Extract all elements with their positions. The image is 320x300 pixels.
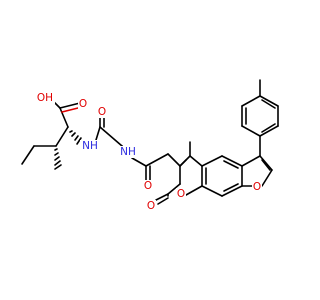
double-bond (261, 123, 276, 133)
bond (259, 95, 279, 107)
atom-label-o-lactone: O (177, 188, 185, 200)
bond (55, 126, 69, 147)
bond (131, 157, 147, 167)
double-bond (261, 99, 276, 109)
pyranone-ring (155, 141, 203, 205)
bond (259, 155, 273, 171)
bond (145, 153, 169, 167)
bond (59, 107, 69, 128)
bond (241, 95, 261, 107)
atom-label-o-amide-1: O (98, 106, 106, 118)
bond (241, 125, 261, 137)
atom-label-o-amide-2: O (144, 180, 152, 192)
molecule-canvas: OH O NH O NH O O O O (21, 79, 279, 212)
atom-label-o-carbonyl: O (147, 200, 155, 212)
bond (185, 185, 203, 196)
benzene-ring (201, 155, 243, 197)
atom-label-o-acid: O (79, 98, 87, 110)
bond (99, 126, 123, 147)
bond (241, 155, 261, 167)
bond (155, 193, 169, 201)
bond (189, 155, 203, 167)
bond (259, 125, 279, 137)
double-bond (261, 159, 271, 171)
stereo-hash-bond (69, 130, 82, 145)
atom-label-o-furan: O (253, 181, 261, 193)
bond (261, 169, 273, 187)
furan-ring (241, 155, 273, 187)
bond (95, 126, 101, 141)
molecule-structure: OH O NH O NH O O O O (21, 79, 279, 212)
double-bond (223, 160, 239, 169)
double-bond-o (61, 107, 79, 113)
bond (201, 155, 223, 167)
bond (221, 155, 243, 167)
bond (59, 102, 81, 109)
atom-labels: OH O NH O NH O O O O (35, 92, 262, 212)
tolyl-ring (241, 79, 279, 157)
bond (201, 185, 223, 197)
bond (221, 185, 243, 197)
atom-label-nh-1: NH (82, 140, 98, 152)
bond (167, 183, 181, 195)
atom-label-oh: OH (37, 92, 53, 104)
stereo-hash-bond (54, 148, 62, 170)
bond (167, 153, 181, 167)
atom-label-nh-2: NH (120, 146, 136, 158)
double-bond (157, 197, 169, 205)
double-bond (223, 183, 239, 192)
isoleucine-fragment (21, 97, 82, 170)
acetamide-fragment (121, 145, 181, 183)
bond (21, 145, 35, 165)
